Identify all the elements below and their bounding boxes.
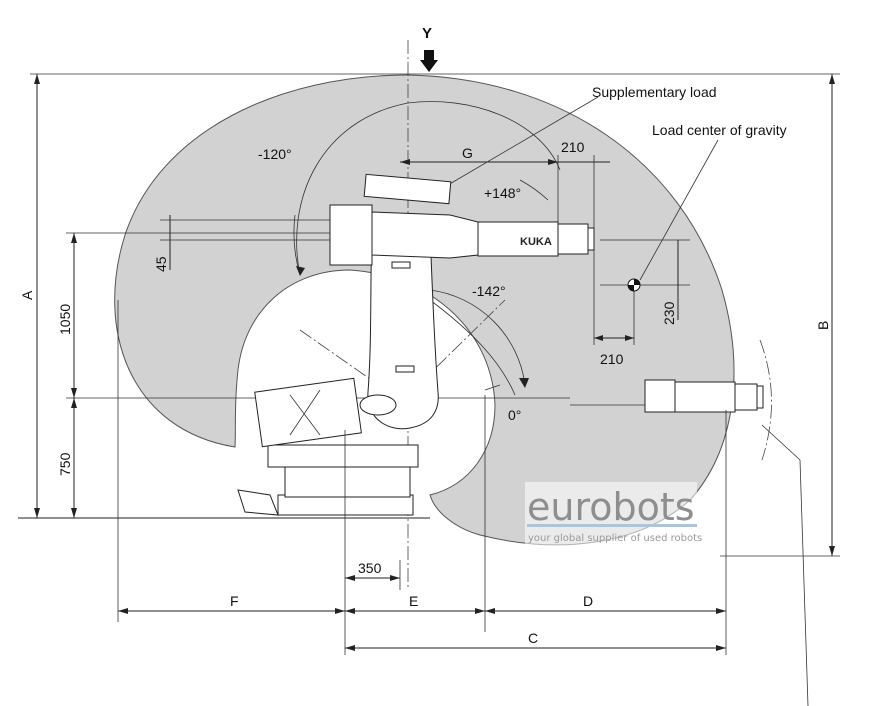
dim-D-label: D (583, 593, 593, 609)
dim-B-label: B (815, 321, 831, 330)
robot-arm-brand: KUKA (520, 236, 552, 248)
robot-flange (587, 227, 595, 251)
dim-C-arrow-left (345, 645, 355, 651)
dim-210-top-label: 210 (561, 139, 585, 155)
bottom-leader-1 (761, 424, 801, 461)
robot-base-body (284, 464, 411, 498)
angle-neg120-label: -120° (258, 146, 292, 162)
watermark-tagline: your global supplier of used robots (528, 533, 702, 544)
watermark-box (525, 482, 697, 548)
angle-ray-zero (484, 384, 501, 391)
angle-neg142-label: -142° (472, 283, 506, 299)
dim-210-bottom-arrow-left (594, 335, 603, 341)
robot-counterbalance (254, 377, 362, 448)
dim-A-arrow-top (34, 74, 40, 84)
robot-wrist-alt (674, 381, 736, 413)
dim-210-bottom-label: 210 (600, 351, 624, 367)
robot-forearm-alt (644, 379, 676, 413)
angle-arrow-neg142 (519, 378, 529, 388)
lower-arm-slot-2 (395, 365, 415, 373)
robot-supplementary-load (363, 173, 452, 205)
robot-hip-joint (359, 394, 397, 416)
robot-forearm (477, 221, 559, 257)
counterbalance-rib-2 (289, 389, 321, 436)
inner-reach-arc-lower (429, 299, 516, 396)
inner-reach-arc (296, 101, 561, 276)
dim-A-arrow-bottom (34, 508, 40, 518)
angle-pos148-label: +148° (484, 185, 521, 201)
dim-E-arrow-left (345, 608, 355, 614)
dim-C-arrow-right (716, 645, 726, 651)
alt-reach-arc (759, 339, 772, 461)
robot-upper-arm (371, 211, 479, 259)
dim-G-label: G (462, 145, 473, 161)
load-center-leader (639, 139, 719, 281)
load-center-callout: Load center of gravity (652, 122, 787, 138)
supplementary-load-leader (447, 96, 599, 186)
dim-210-bottom-arrow-right (625, 335, 634, 341)
dim-F-arrow-right (335, 608, 345, 614)
angle-arrow-neg120 (296, 266, 305, 276)
dim-750-arrow-top (71, 398, 77, 408)
dim-350-arrow-right (390, 575, 400, 581)
y-axis-label: Y (422, 25, 432, 42)
lower-arm-slot-1 (391, 261, 411, 269)
dim-350-arrow-left (345, 575, 355, 581)
bottom-leader-2 (799, 459, 809, 706)
counterbalance-rib-1 (289, 394, 321, 436)
watermark-brand: eurobots (527, 485, 695, 529)
dim-E-arrow-right (475, 608, 485, 614)
dim-750-arrow-bottom (71, 508, 77, 518)
load-center-symbol-fill (628, 279, 640, 291)
angle-arc-neg142 (429, 289, 526, 386)
robot-base-plate (277, 494, 414, 516)
dim-C-label: C (528, 630, 538, 646)
angle-arc-148 (519, 179, 549, 201)
robot-upper-arm-motors (329, 204, 373, 266)
dim-D-arrow-left (485, 608, 495, 614)
dim-D-arrow-right (716, 608, 726, 614)
dim-F-arrow-left (118, 608, 128, 614)
dim-A-label: A (19, 290, 35, 300)
robot-wrist (557, 223, 589, 255)
dim-230-label: 230 (661, 301, 677, 325)
dim-1050-label: 1050 (57, 304, 73, 335)
robot-cable-connector (237, 489, 279, 516)
dim-750-label: 750 (57, 452, 73, 476)
dim-G-arrow-left (400, 159, 410, 165)
dim-1050-arrow-mid (71, 388, 77, 398)
y-axis-arrow (420, 50, 438, 72)
robot-flange-alt (734, 383, 758, 411)
watermark-rule (527, 524, 697, 527)
dim-F-label: F (230, 593, 239, 609)
dim-E-label: E (409, 593, 418, 609)
supplementary-load-callout: Supplementary load (592, 84, 717, 100)
angle-zero-label: 0° (508, 407, 521, 423)
robot-flange-alt-end (756, 385, 764, 409)
robot-turntable (267, 444, 419, 468)
dim-45-label: 45 (153, 256, 169, 272)
dim-B-arrow-bottom (829, 546, 835, 556)
dim-350-label: 350 (358, 560, 382, 576)
dim-1050-arrow-top (71, 233, 77, 243)
dim-B-arrow-top (829, 74, 835, 84)
